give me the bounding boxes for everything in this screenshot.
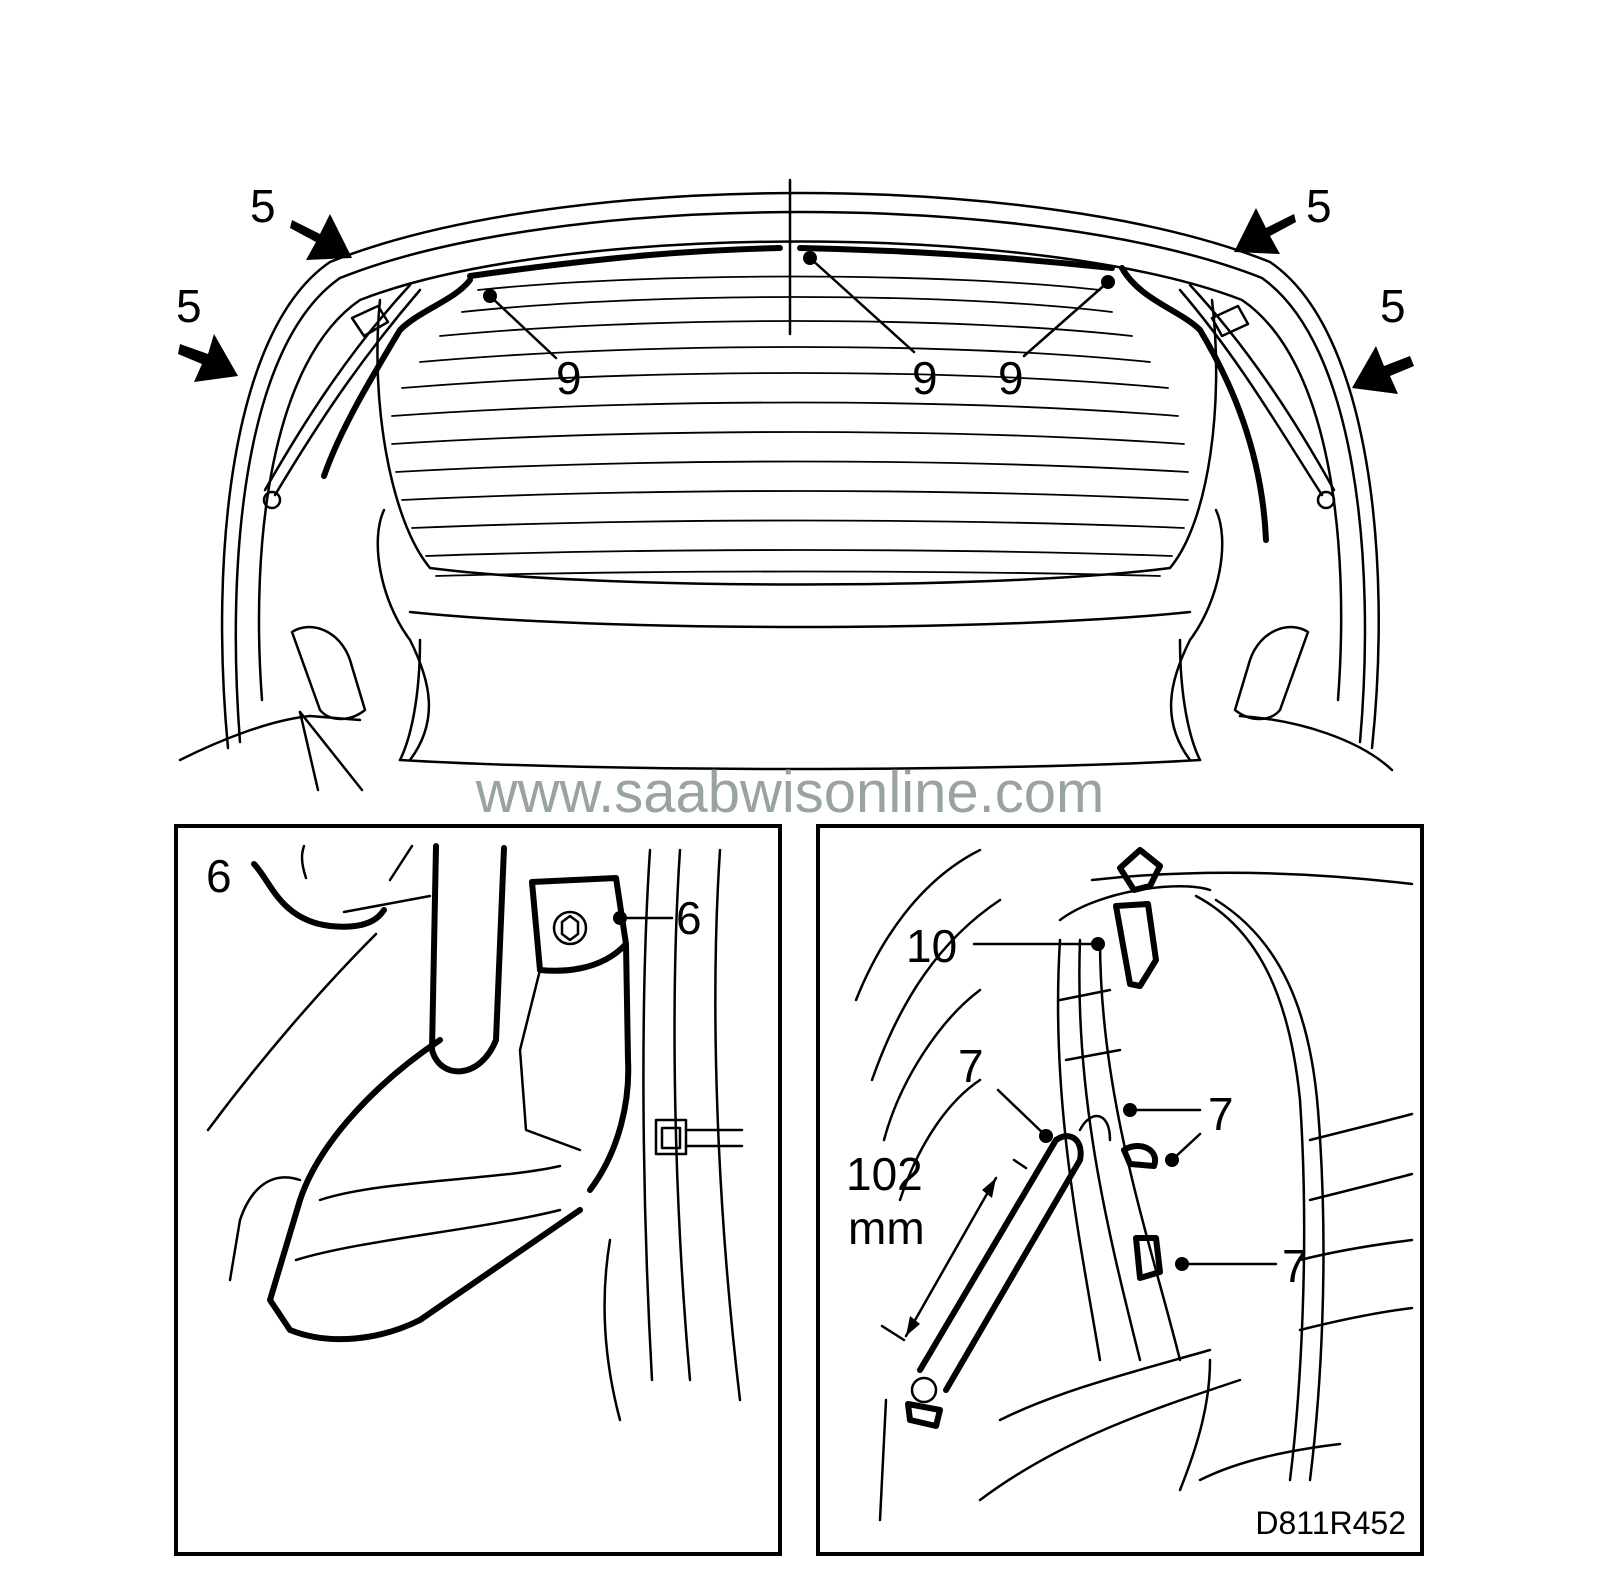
callout-9-left: 9 bbox=[483, 289, 582, 404]
callout-6-right: 6 bbox=[613, 892, 702, 944]
callout-6-left: 6 bbox=[206, 850, 232, 902]
top-view bbox=[178, 178, 1394, 792]
svg-text:7: 7 bbox=[1208, 1088, 1234, 1140]
svg-text:102: 102 bbox=[846, 1148, 923, 1200]
watermark: www.saabwisonline.com bbox=[475, 760, 1105, 825]
arrow-5-top-left: 5 bbox=[250, 180, 352, 260]
svg-text:10: 10 bbox=[906, 920, 957, 972]
arrow-5-mid-left: 5 bbox=[176, 280, 238, 382]
callout-7-lower: 7 bbox=[1175, 1240, 1308, 1292]
gas-strut bbox=[905, 1114, 1163, 1429]
callout-9-center: 9 bbox=[803, 251, 938, 404]
callout-9-right: 9 bbox=[998, 275, 1115, 404]
svg-text:9: 9 bbox=[912, 352, 938, 404]
arrow-5-mid-right: 5 bbox=[1352, 280, 1414, 394]
rear-window bbox=[376, 275, 1218, 586]
svg-text:5: 5 bbox=[250, 180, 276, 232]
callout-7-upper-left: 7 bbox=[958, 1040, 1053, 1143]
arrow-5-top-right: 5 bbox=[1234, 180, 1332, 254]
hinge-bracket bbox=[267, 843, 632, 1343]
svg-text:6: 6 bbox=[206, 850, 232, 902]
left-inset: 6 6 bbox=[174, 824, 782, 1556]
callout-10: 10 bbox=[906, 920, 1105, 972]
svg-text:7: 7 bbox=[1282, 1240, 1308, 1292]
svg-text:5: 5 bbox=[176, 280, 202, 332]
svg-text:6: 6 bbox=[676, 892, 702, 944]
drawing-code: D811R452 bbox=[1255, 1505, 1406, 1541]
svg-text:5: 5 bbox=[1380, 280, 1406, 332]
dimension-102mm: 102 mm bbox=[846, 1148, 1028, 1342]
callout-7-upper-right: 7 bbox=[1123, 1088, 1234, 1167]
svg-text:9: 9 bbox=[998, 352, 1024, 404]
svg-text:7: 7 bbox=[958, 1040, 984, 1092]
svg-text:9: 9 bbox=[556, 352, 582, 404]
svg-text:mm: mm bbox=[848, 1202, 925, 1254]
svg-text:5: 5 bbox=[1306, 180, 1332, 232]
right-inset: 102 mm 10 7 7 7 D811R452 bbox=[816, 824, 1424, 1556]
